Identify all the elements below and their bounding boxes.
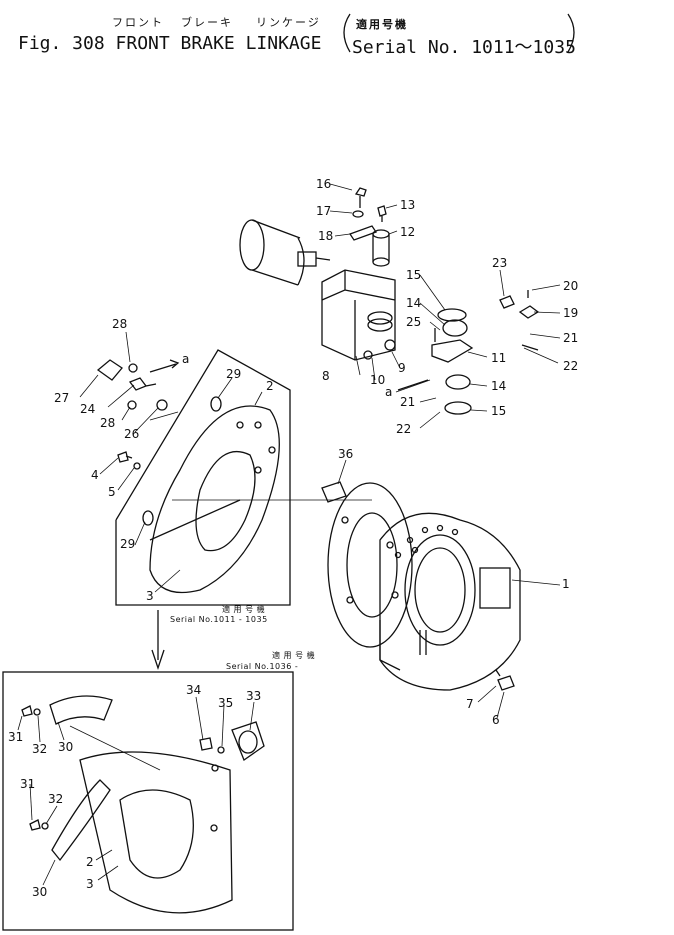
callout-34: 34 — [186, 683, 202, 697]
note-upper-serial: Serial No.1011 - 1035 — [170, 615, 268, 624]
callout-1: 1 — [562, 577, 570, 591]
washer-17 — [352, 210, 364, 218]
callout-2a: 2 — [266, 379, 274, 393]
ref-arrow-a2 — [397, 379, 429, 391]
ref-arrow-a1-head — [169, 359, 180, 369]
callout-4: 4 — [91, 468, 99, 482]
ref-a1: a — [182, 352, 190, 366]
callout-22b: 22 — [396, 422, 412, 436]
callout-21a: 21 — [563, 331, 579, 345]
pin — [372, 229, 390, 267]
page-title: Fig. 308 FRONT BRAKE LINKAGE — [18, 33, 322, 54]
callout-8a: 8 — [322, 369, 330, 383]
connector-arrow-head — [151, 649, 165, 671]
callout-36: 36 — [338, 447, 354, 461]
title-paren-right — [567, 13, 575, 53]
drum-brake-assembly — [379, 512, 521, 691]
callout-31a: 31 — [8, 730, 24, 744]
note-lower-serial: Serial No.1036 - — [226, 662, 299, 671]
title-jp-linkage: リンケージ — [256, 16, 321, 29]
callout-16: 16 — [316, 177, 332, 191]
bolt-6 — [495, 669, 515, 691]
callout-29a: 29 — [226, 367, 242, 381]
callout-10: 10 — [370, 373, 386, 387]
callout-9: 9 — [398, 361, 406, 375]
brake-plate — [149, 405, 280, 594]
rod-end-parts — [96, 359, 222, 526]
brake-cylinder — [239, 219, 331, 286]
lower-parts-frame — [2, 671, 294, 931]
spacer-36 — [321, 481, 347, 503]
ref-a2: a — [385, 385, 393, 399]
callout-23: 23 — [492, 256, 508, 270]
brake-disc — [327, 482, 413, 648]
callout-11: 11 — [491, 351, 507, 365]
callout-29b: 29 — [120, 537, 136, 551]
callout-27: 27 — [54, 391, 70, 405]
callout-35: 35 — [218, 696, 234, 710]
callout-20: 20 — [563, 279, 579, 293]
serial-range: Serial No. 1011～1035 — [352, 37, 576, 58]
bolt-16 — [354, 187, 367, 208]
callout-32a: 32 — [32, 742, 48, 756]
callout-25: 25 — [406, 315, 422, 329]
lower-parts — [21, 695, 265, 914]
lever-11 — [431, 290, 540, 415]
title-jp-front: フロント — [112, 16, 164, 29]
ref-arrow-a1 — [149, 363, 177, 373]
callout-31b: 31 — [20, 777, 36, 791]
callout-15b: 15 — [491, 404, 507, 418]
callout-13: 13 — [400, 198, 416, 212]
title-paren-left — [343, 13, 351, 53]
title-jp-brake: ブレーキ — [181, 16, 233, 29]
upper-parts-frame — [115, 349, 291, 606]
bracket-assembly — [321, 269, 396, 361]
callout-7: 7 — [466, 697, 474, 711]
callout-14a: 14 — [406, 296, 422, 310]
callout-19: 19 — [563, 306, 579, 320]
callout-22a: 22 — [563, 359, 579, 373]
callout-24: 24 — [80, 402, 96, 416]
callout-17: 17 — [316, 204, 332, 218]
note-lower-jp: 適 用 号 機 — [272, 651, 316, 660]
callout-3a: 3 — [146, 589, 154, 603]
callout-30b: 30 — [32, 885, 48, 899]
grease-fitting-13 — [377, 205, 387, 222]
leader-lines — [17, 183, 561, 886]
callout-28b: 28 — [100, 416, 116, 430]
plate-18 — [349, 225, 377, 241]
callout-6: 6 — [492, 713, 500, 727]
callout-33: 33 — [246, 689, 262, 703]
note-upper-jp: 適 用 号 機 — [222, 605, 266, 614]
callout-28a: 28 — [112, 317, 128, 331]
callout-32b: 32 — [48, 792, 64, 806]
callout-2b: 2 — [86, 855, 94, 869]
callout-26: 26 — [124, 427, 140, 441]
callout-30a: 30 — [58, 740, 74, 754]
callout-15a: 15 — [406, 268, 422, 282]
callout-18: 18 — [318, 229, 334, 243]
callout-12: 12 — [400, 225, 416, 239]
title-jp-applicable: 適用号機 — [356, 18, 408, 31]
callout-3b: 3 — [86, 877, 94, 891]
callout-14b: 14 — [491, 379, 507, 393]
callout-21b: 21 — [400, 395, 416, 409]
callout-5: 5 — [108, 485, 116, 499]
